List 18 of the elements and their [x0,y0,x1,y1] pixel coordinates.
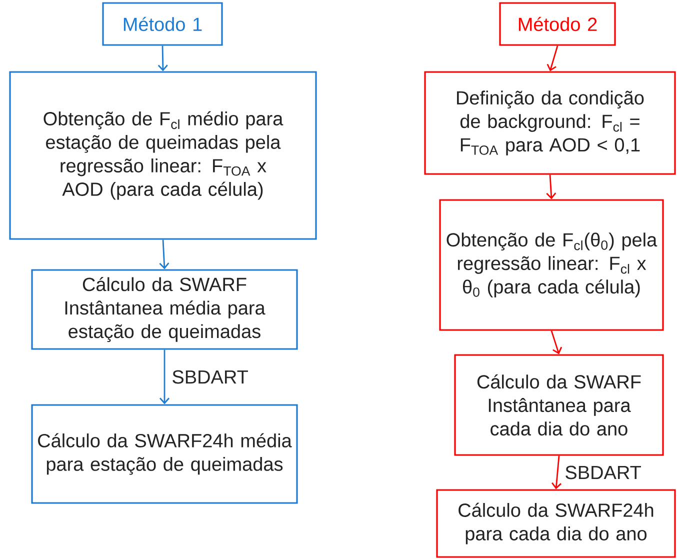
arrow [550,330,562,354]
arrow [546,46,558,72]
process-box: Cálculo da SWARF Instântanea média para estação de queimadas [31,269,298,350]
method-title-box: Método 2 [499,2,616,46]
process-box: Obtenção de F$_{cl}$ médio para estação de queimadas pela regressão linear: F$_{TOA}$ x AOD (para cada célula) [9,71,317,240]
process-box: Cálculo da SWARF24h para cada dia do ano [436,489,676,558]
arrow [546,174,556,200]
process-box: Obtenção de F$_{cl}$(θ$_{0}$) pela regressão linear: F$_{cl}$ x θ$_{0}$ (para cada célula) [439,199,664,331]
arrow [159,240,170,270]
arrow [159,350,170,404]
edge-label: SBDART [170,369,250,385]
process-box: Cálculo da SWARF Instântanea para cada dia do ano [454,354,664,456]
process-box: Cálculo da SWARF24h média para estação de queimadas [31,404,298,504]
method-title-box: Método 1 [102,2,223,46]
edge-label: SBDART [564,464,642,480]
arrow [552,456,562,490]
arrow [158,46,168,72]
process-box: Definição da condição de background: F$_{cl}$ = F$_{TOA}$ para AOD < 0,1 [424,71,676,175]
